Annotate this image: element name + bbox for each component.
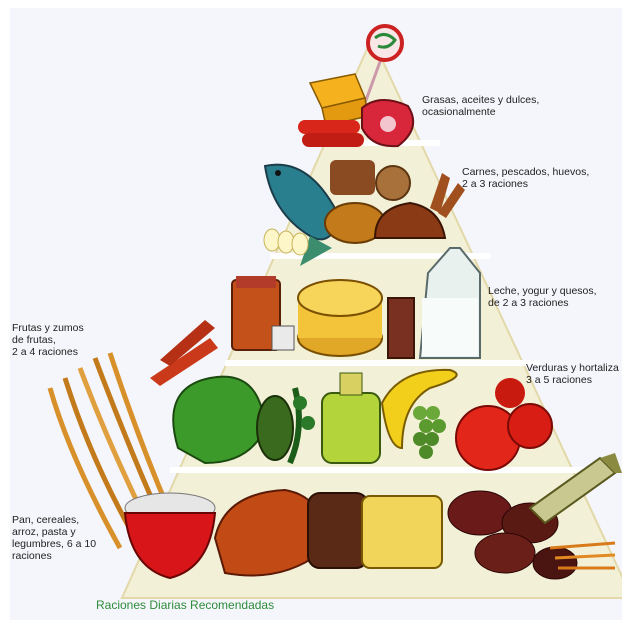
egg-icon xyxy=(264,229,308,255)
label-grains: Pan, cereales, arroz, pasta y legumbres,… xyxy=(12,514,96,562)
sausage-icon xyxy=(298,120,364,147)
label-vegetables: Verduras y hortaliza 3 a 5 raciones xyxy=(526,362,619,386)
bread-icon xyxy=(215,490,442,576)
avocado-icon xyxy=(257,396,293,460)
ham-icon xyxy=(362,100,413,146)
carrot-icon xyxy=(150,320,218,386)
cheese-icon xyxy=(298,280,382,356)
small-jar-icon xyxy=(272,326,294,350)
glass-icon xyxy=(388,298,414,358)
footer-caption: Raciones Diarias Recomendadas xyxy=(96,598,274,612)
label-meats: Carnes, pescados, huevos, 2 a 3 raciones xyxy=(462,166,589,190)
food-pyramid-figure: Grasas, aceites y dulces, ocasionalmente… xyxy=(10,8,622,620)
nuts-icon xyxy=(330,160,410,200)
label-dairy: Leche, yogur y quesos, de 2 a 3 raciones xyxy=(488,285,597,309)
label-fruits: Frutas y zumos de frutas, 2 a 4 raciones xyxy=(12,322,84,358)
label-fats: Grasas, aceites y dulces, ocasionalmente xyxy=(422,94,539,118)
